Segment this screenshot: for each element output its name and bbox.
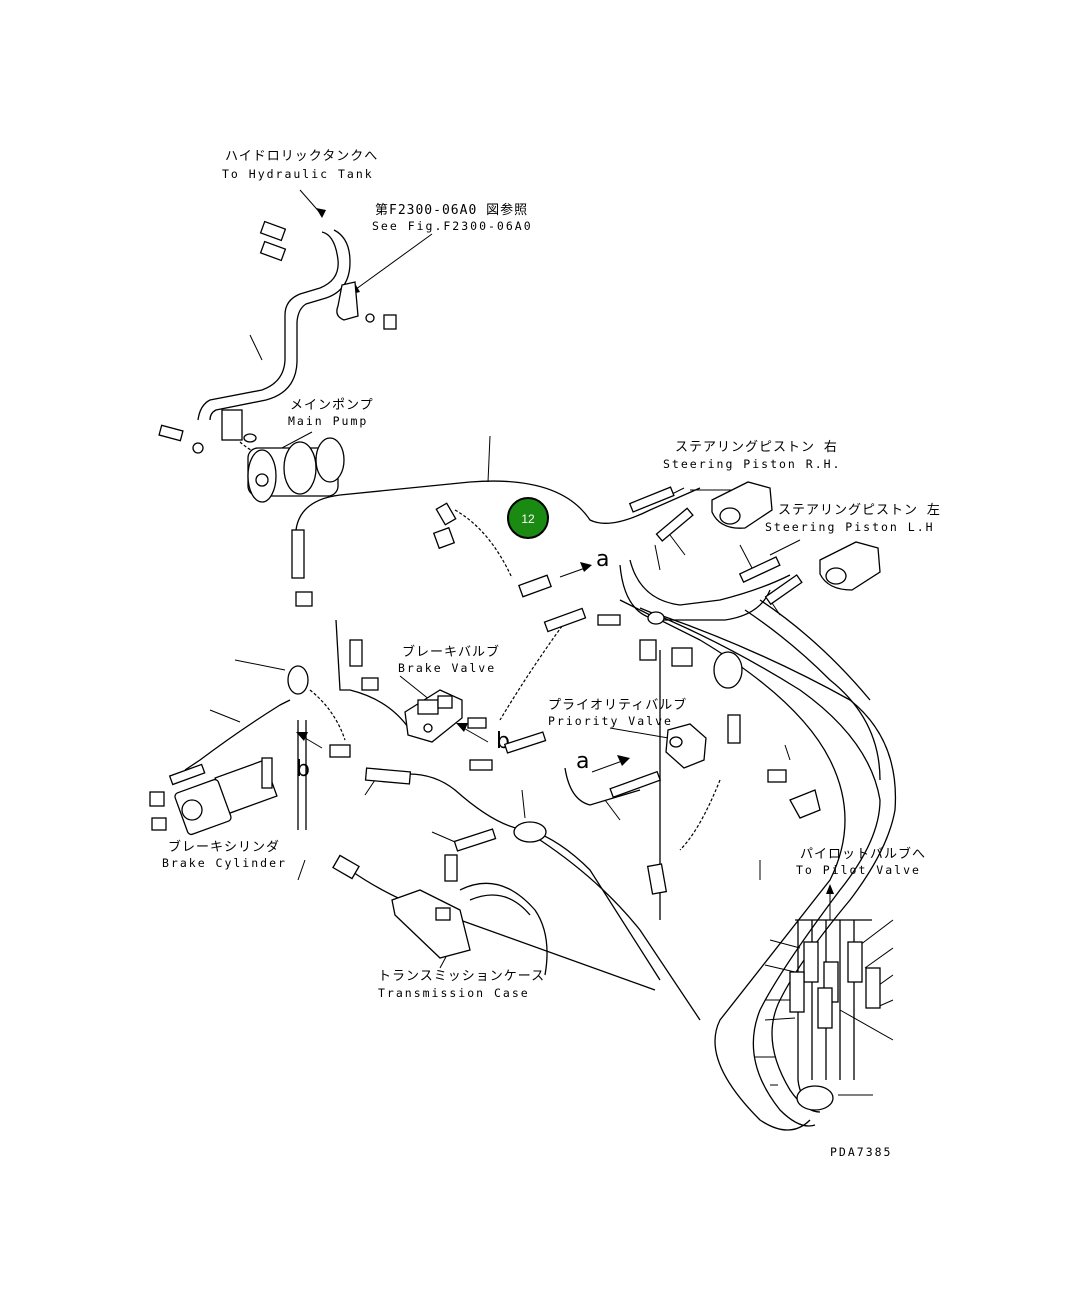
transmission-label-en: Transmission Case [378,986,530,1000]
part-number-marker[interactable]: 12 [507,497,549,539]
pipes [184,229,897,1131]
main-pump [221,409,345,503]
main-pump-label-jp: メインポンプ [290,398,374,413]
pilot-fittings [789,941,881,1029]
steering-piston-rh [628,481,773,542]
steering-rh-label-jp: ステアリングピストン 右 [675,440,838,455]
see-fig-label-jp: 第F2300-06A0 図参照 [375,202,528,218]
drawing-code: PDA7385 [830,1145,892,1159]
priority-valve-label-jp: プライオリティバルブ [548,697,687,713]
misc-fittings [291,502,693,785]
see-fig-label-en: See Fig.F2300-06A0 [372,219,533,233]
steering-lh-label-en: Steering Piston L.H [765,520,935,534]
hydraulic-tank-label-en: To Hydraulic Tank [222,167,374,181]
pipe-clamp-bracket [158,220,397,454]
callout-a-top: a [596,547,609,572]
steering-rh-label-en: Steering Piston R.H. [663,457,841,471]
brake-cylinder [149,757,278,836]
marker-number: 12 [521,512,535,526]
steering-lh-label-jp: ステアリングピストン 左 [778,503,941,518]
brake-valve [361,677,493,771]
priority-valve-label-en: Priority Valve [548,714,673,728]
pilot-valve-label-en: To Pilot Valve [796,863,921,877]
hydraulic-tank-label-jp: ハイドロリックタンクへ [225,149,378,164]
transmission-case [332,828,548,976]
transmission-label-jp: トランスミッションケース [378,969,545,984]
main-pump-label-en: Main Pump [288,414,368,428]
brake-cylinder-label-en: Brake Cylinder [162,856,287,870]
brake-valve-label-jp: ブレーキバルブ [402,644,500,660]
pilot-valve-label-jp: パイロットバルブへ [800,846,926,862]
brake-valve-label-en: Brake Valve [398,661,496,675]
steering-piston-lh [738,541,881,606]
brake-cylinder-label-jp: ブレーキシリンダ [168,839,280,855]
pipe-clamps [287,611,834,1111]
callout-a-bottom: a [576,749,589,774]
priority-valve [503,714,741,799]
